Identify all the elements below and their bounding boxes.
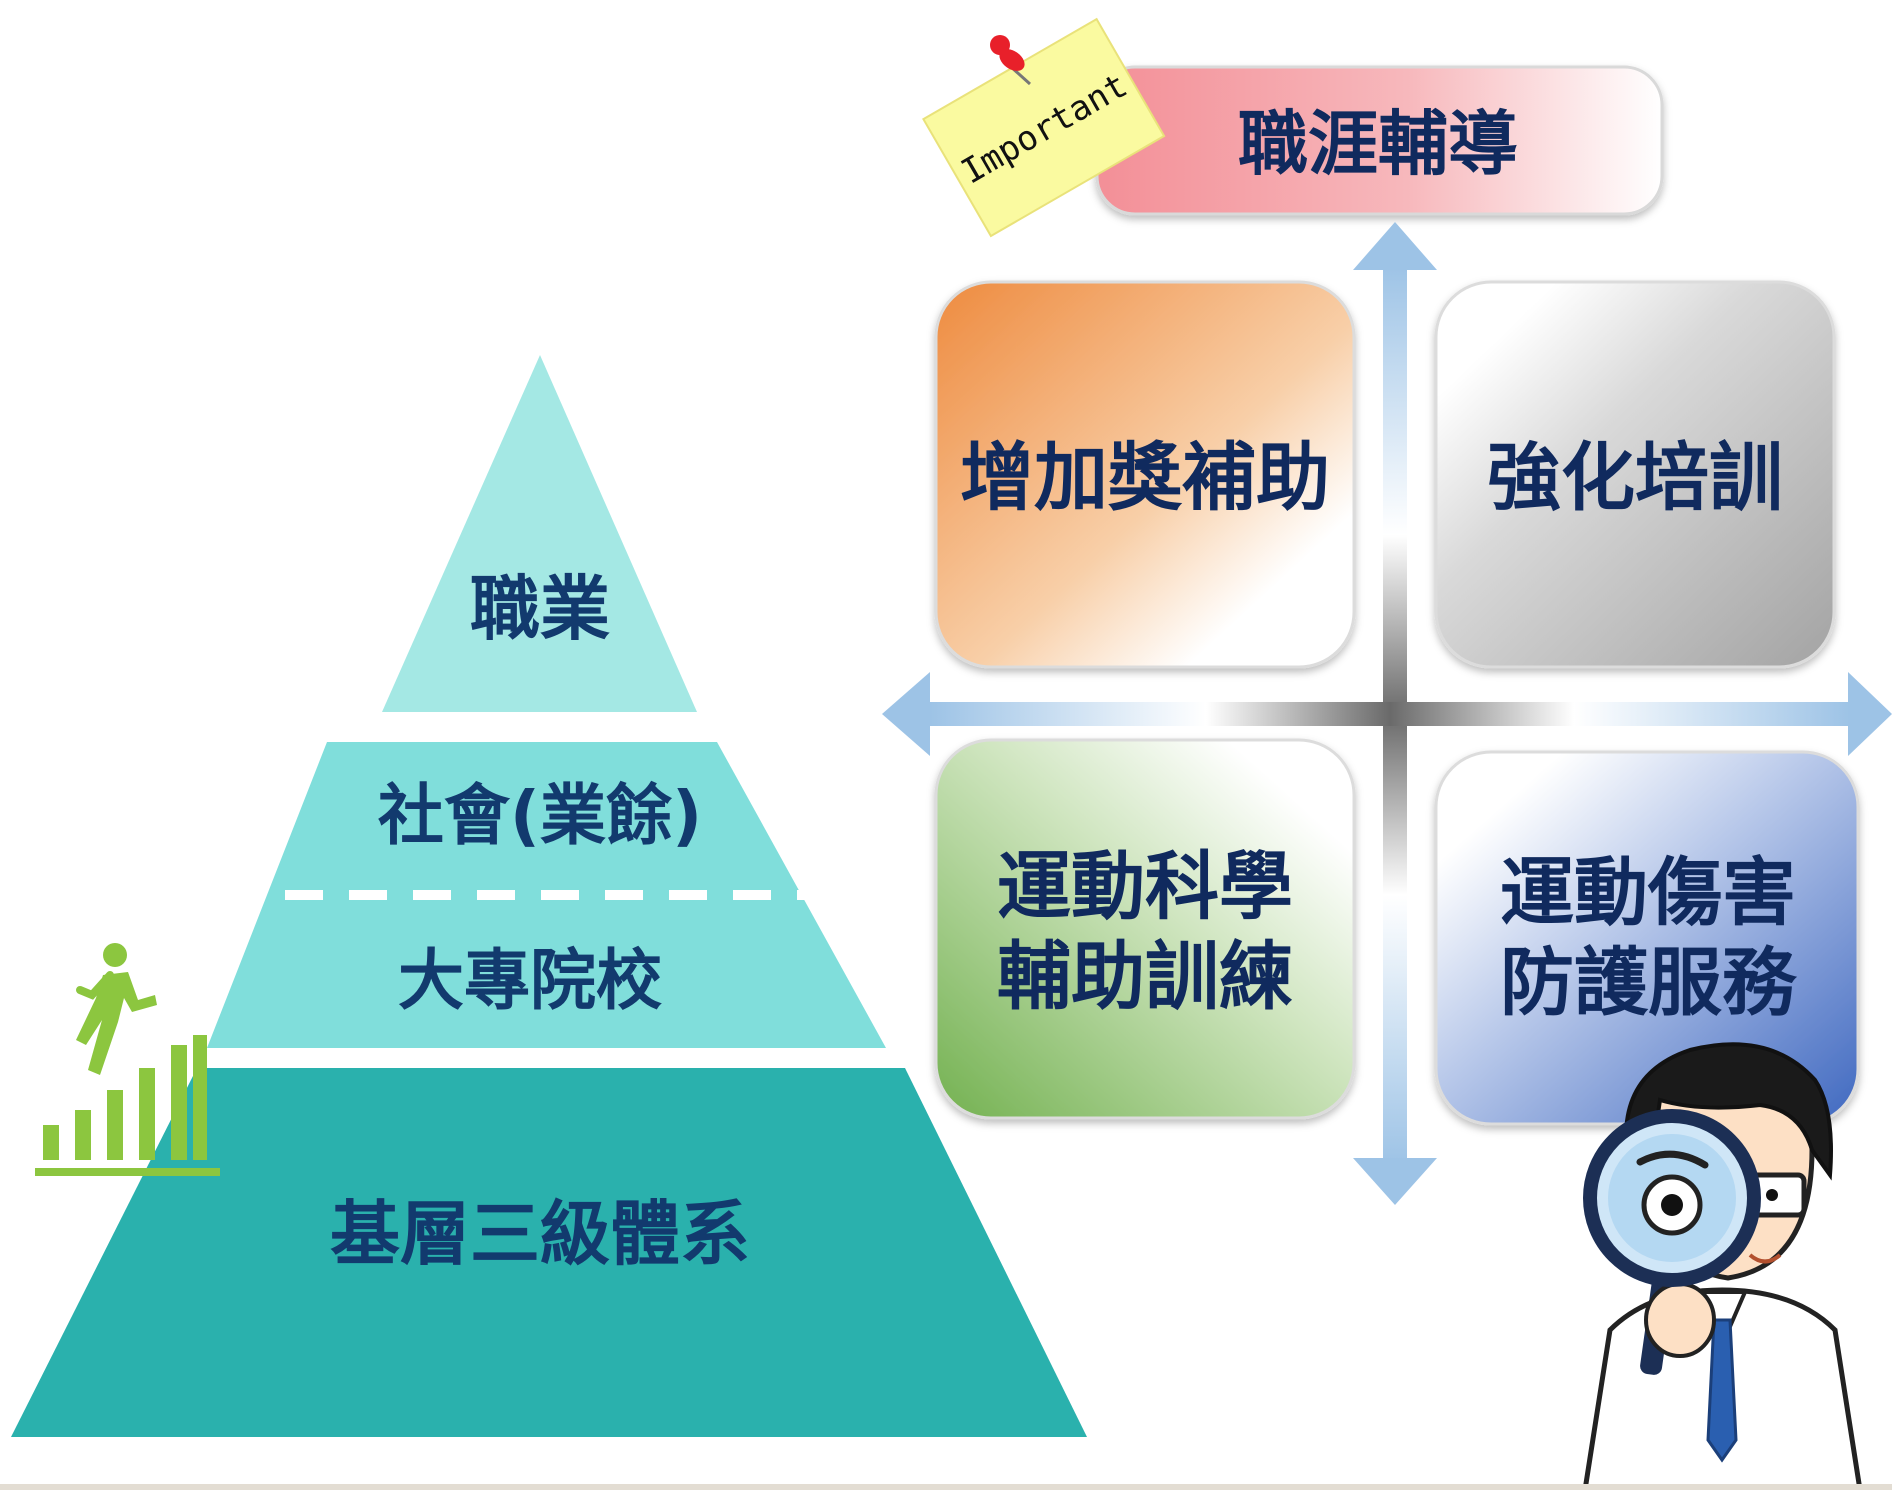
axis-arrow-left xyxy=(882,672,930,756)
pyramid-label-top: 職業 xyxy=(470,568,610,650)
quadrant-bottom-right: 運動傷害 防護服務 xyxy=(1434,750,1860,1126)
pyramid: 職業 社會(業餘) 大專院校 基層三級體系 xyxy=(11,355,1087,1437)
quadrant-label-bottom-right-2: 防護服務 xyxy=(1500,940,1798,1026)
bottom-divider xyxy=(0,1484,1892,1490)
quadrant-label-top-left: 增加獎補助 xyxy=(960,435,1330,521)
quadrant-label-bottom-left-1: 運動科學 xyxy=(997,844,1293,930)
quadrant-axes xyxy=(882,222,1892,1205)
axis-arrow-up xyxy=(1353,222,1437,270)
pushpin-icon xyxy=(990,35,1032,86)
magnifying-glass-researcher-icon xyxy=(1582,1042,1863,1493)
horizontal-axis xyxy=(930,702,1850,726)
pyramid-label-middle-upper: 社會(業餘) xyxy=(378,777,702,854)
quadrant-top-left: 增加獎補助 xyxy=(934,280,1356,669)
axis-arrow-down xyxy=(1353,1158,1437,1205)
header-label: 職涯輔導 xyxy=(1238,103,1518,185)
axis-arrow-right xyxy=(1848,672,1892,756)
pyramid-label-middle-lower: 大專院校 xyxy=(398,942,662,1019)
climbing-stairs-icon xyxy=(35,943,220,1176)
pyramid-tier-base xyxy=(11,1068,1087,1437)
quadrant-label-bottom-left-2: 輔助訓練 xyxy=(997,934,1293,1020)
quadrant-label-bottom-right-1: 運動傷害 xyxy=(1500,850,1796,936)
quadrant-label-top-right: 強化培訓 xyxy=(1487,435,1783,521)
quadrant-bottom-left: 運動科學 輔助訓練 xyxy=(934,738,1356,1120)
pyramid-label-base: 基層三級體系 xyxy=(330,1193,750,1275)
important-sticky-note: Important xyxy=(922,17,1166,238)
pyramid-tier-top xyxy=(382,355,697,712)
quadrant-top-right: 強化培訓 xyxy=(1434,280,1836,669)
career-guidance-header: 職涯輔導 xyxy=(1095,65,1664,216)
